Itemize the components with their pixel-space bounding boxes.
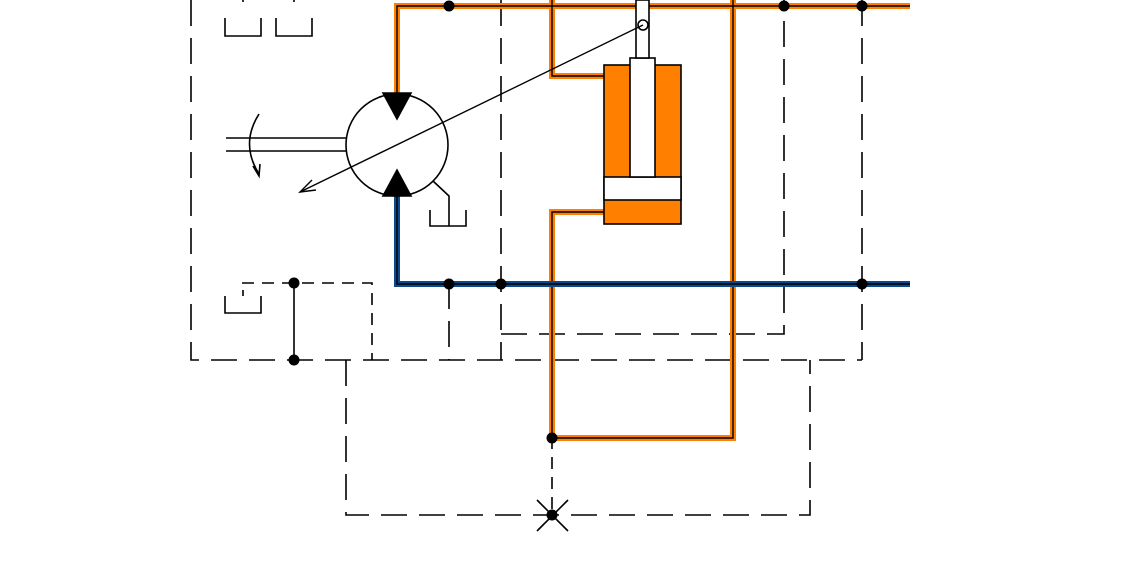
tank-icon xyxy=(224,290,262,314)
return-line-core xyxy=(396,196,910,285)
orifice-cross-icon xyxy=(536,499,569,532)
displacement-arrow-shaft xyxy=(299,24,644,193)
junction-dot xyxy=(495,278,507,290)
junction-dot xyxy=(546,432,558,444)
junction-dot xyxy=(443,0,455,12)
pump-triangle-top-icon xyxy=(381,92,413,121)
tank-icon xyxy=(224,0,262,37)
orifice-stroke xyxy=(536,499,569,532)
junction-dot xyxy=(288,277,300,289)
tanks xyxy=(224,0,467,314)
pump-drain-line xyxy=(432,180,450,226)
junction-dot xyxy=(288,354,300,366)
cylinder-piston xyxy=(603,176,682,201)
cylinder xyxy=(603,0,682,225)
right-pilot-loop xyxy=(501,0,785,335)
pump-triangle-bottom-icon xyxy=(381,168,413,197)
left-housing-boundary xyxy=(190,0,862,361)
tank-icon xyxy=(275,0,313,37)
rotation-arrowhead-icon xyxy=(252,163,261,179)
bottom-pilot-loop xyxy=(345,360,811,516)
rotation-arrow-icon xyxy=(248,113,260,175)
junction-dot xyxy=(856,0,868,12)
variable-displacement-arrow xyxy=(298,24,644,193)
cylinder-rod xyxy=(629,57,656,178)
return-line xyxy=(394,196,910,287)
displacement-arrowhead-icon xyxy=(298,179,317,193)
junction-dot xyxy=(443,278,455,290)
junction-dot xyxy=(856,278,868,290)
pump-motor xyxy=(226,92,450,226)
control-box xyxy=(242,282,373,360)
tank-icon xyxy=(429,210,467,227)
junction-dot xyxy=(778,0,790,12)
pilot-lines xyxy=(190,0,863,516)
